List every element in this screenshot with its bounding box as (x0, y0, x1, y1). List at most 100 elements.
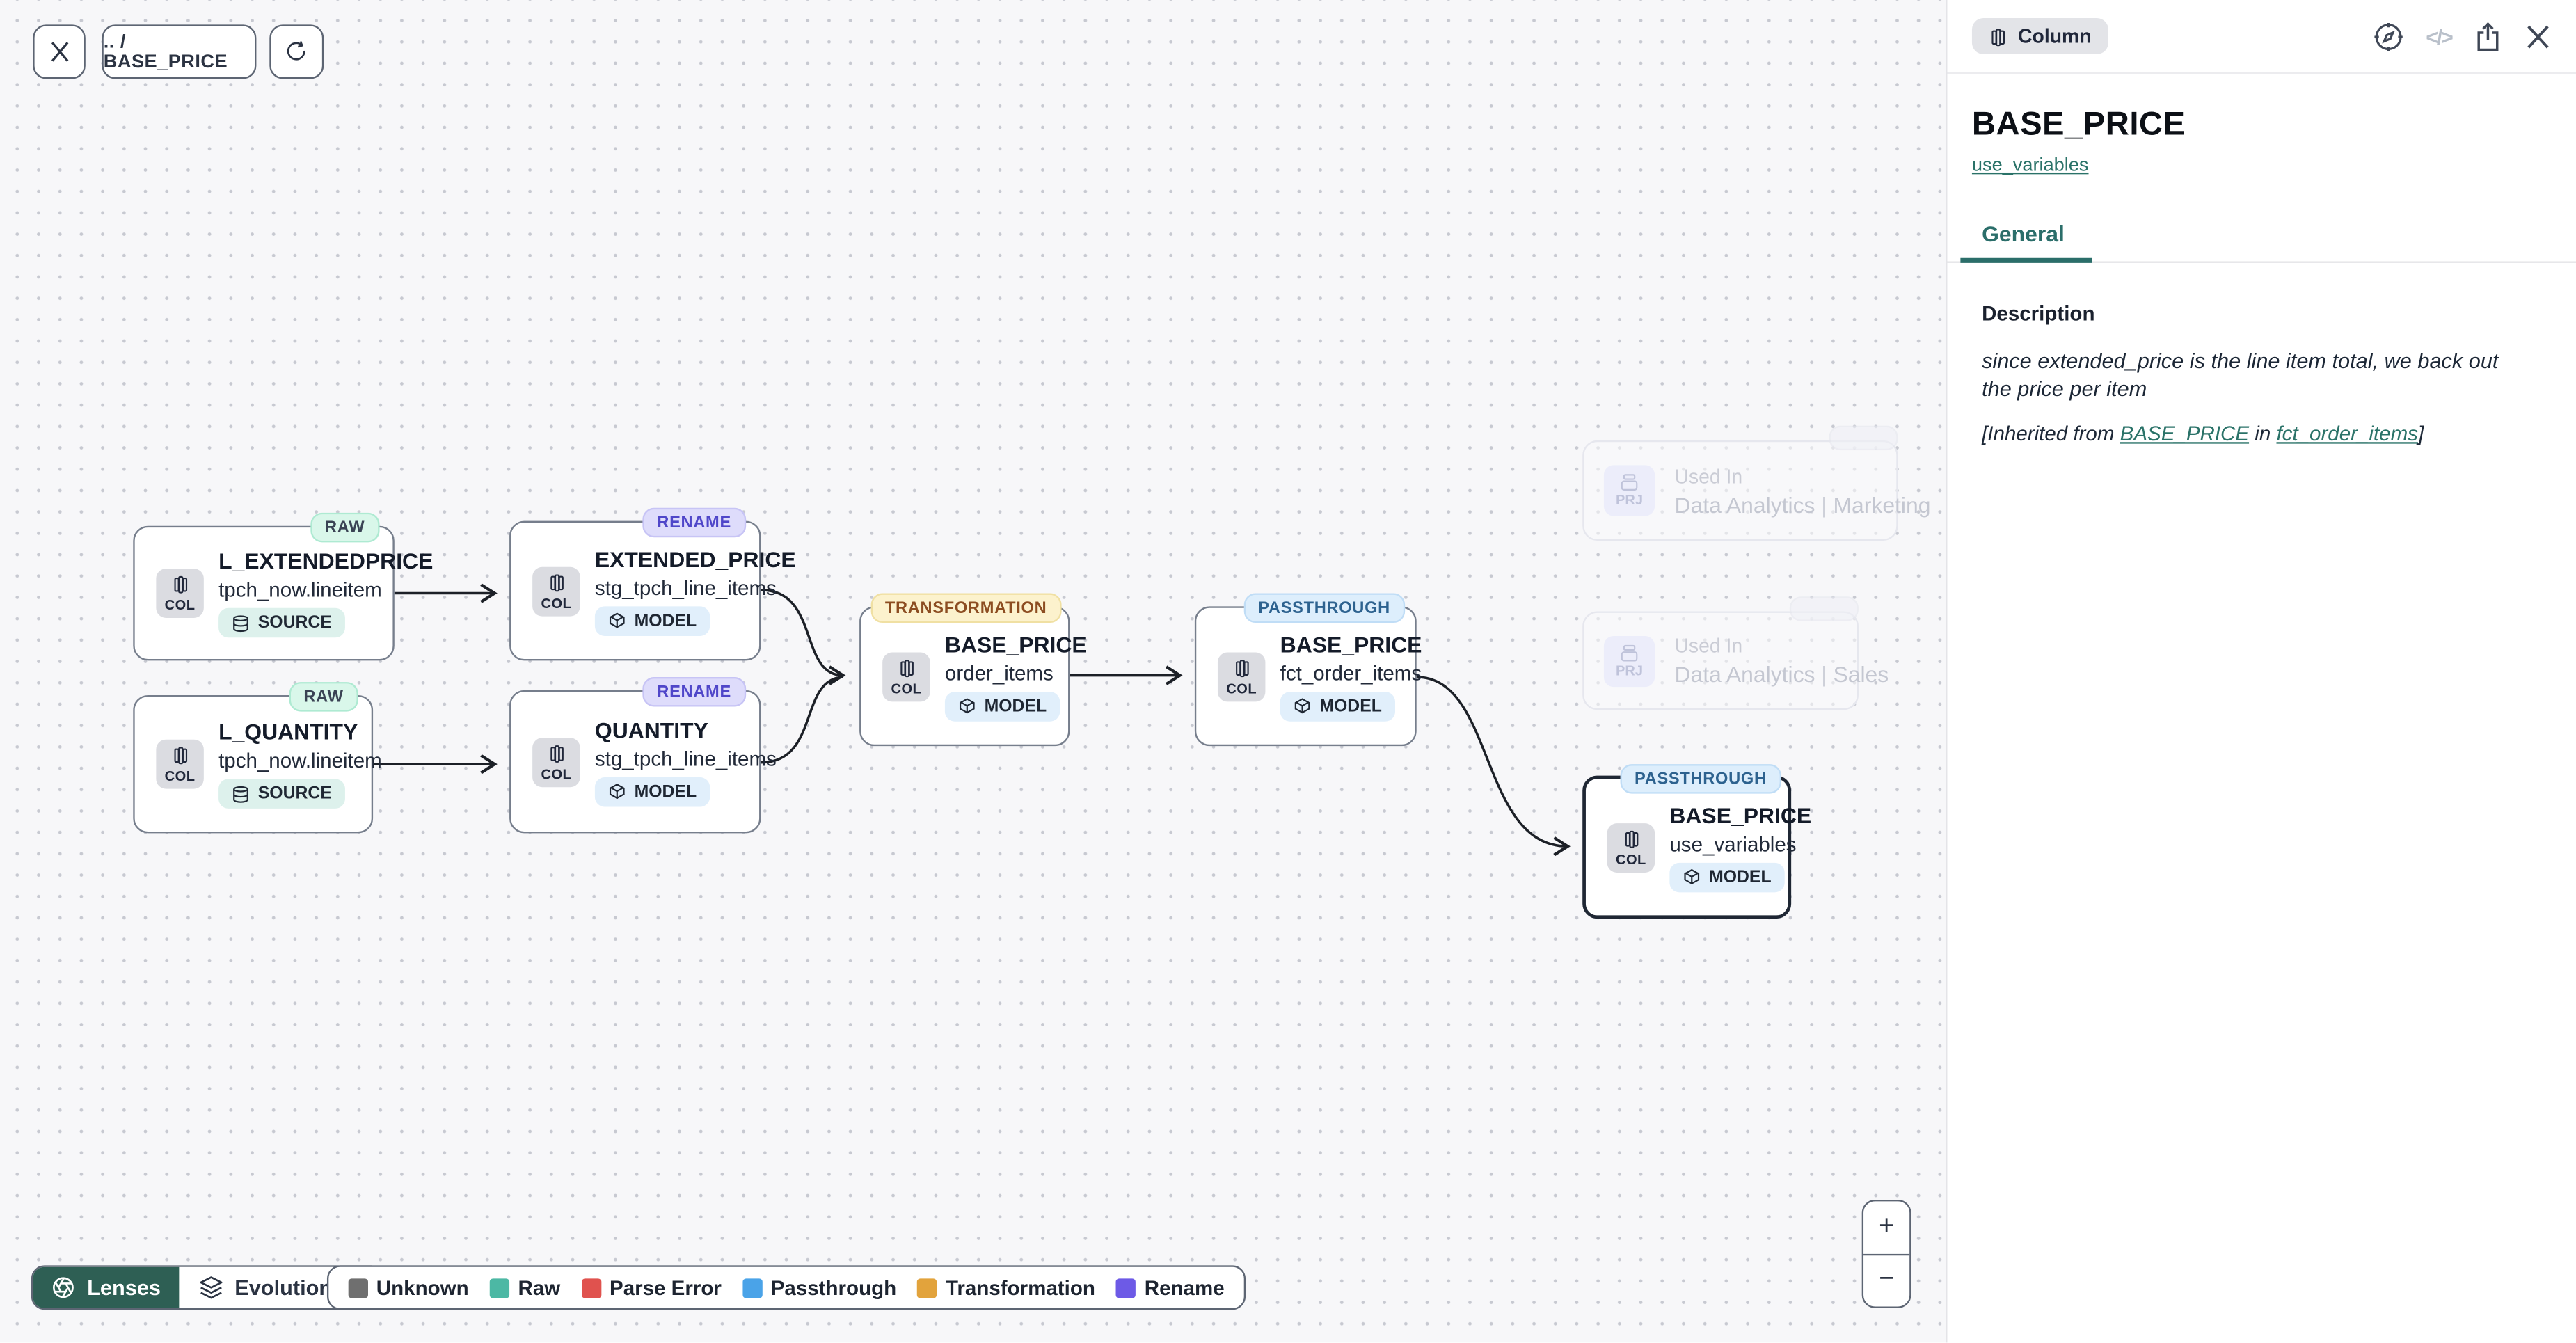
share-icon (2477, 21, 2499, 51)
node-title: BASE_PRICE (1669, 802, 1812, 828)
column-icon (1624, 829, 1638, 848)
used-in-node-marketing[interactable]: PRJ Used In Data Analytics | Marketing (1582, 440, 1930, 541)
description-text: since extended_price is the line item to… (1982, 348, 2499, 402)
node-extended-price[interactable]: RENAME COL EXTENDED_PRICE stg_tpch_line_… (509, 507, 796, 661)
column-icon (1991, 28, 2005, 46)
panel-header-actions: </> (2374, 21, 2552, 52)
zoom-controls: + − (1861, 1199, 1911, 1308)
node-subtitle: use_variables (1669, 832, 1797, 856)
legend-swatch (581, 1278, 602, 1298)
node-base-price-fct-order-items[interactable]: PASSTHROUGH COL BASE_PRICE fct_order_ite… (1194, 593, 1422, 747)
node-subtitle: stg_tpch_line_items (594, 575, 777, 599)
node-title: L_QUANTITY (218, 720, 358, 745)
zoom-out-button[interactable]: − (1879, 1266, 1895, 1294)
faded-badge (1829, 425, 1898, 451)
database-icon (233, 614, 248, 631)
node-base-price-use-variables[interactable]: PASSTHROUGH COL BASE_PRICE use_variables… (1582, 764, 1811, 919)
lineage-category-badge: PASSTHROUGH (1243, 593, 1406, 623)
inherited-model-link[interactable]: fct_order_items (2276, 422, 2418, 446)
column-chip: COL (156, 569, 204, 618)
model-link[interactable]: use_variables (1971, 156, 2089, 176)
node-quantity[interactable]: RENAME COL QUANTITY stg_tpch_line_items … (509, 676, 777, 834)
close-icon (50, 42, 68, 62)
legend-item: Rename (1116, 1276, 1225, 1299)
breadcrumb[interactable]: .. / BASE_PRICE (102, 24, 257, 79)
model-cube-icon (959, 698, 975, 714)
lenses-button[interactable]: Lenses (33, 1266, 179, 1308)
column-icon (173, 575, 186, 594)
compass-icon (2374, 22, 2403, 51)
legend-swatch (742, 1278, 763, 1298)
used-in-project: Data Analytics | Sales (1674, 662, 1889, 688)
column-chip: COL (1607, 822, 1655, 872)
panel-tabs: General (1947, 215, 2576, 263)
inherited-column-link[interactable]: BASE_PRICE (2120, 422, 2250, 446)
explore-button[interactable] (2374, 21, 2405, 52)
refresh-button[interactable] (269, 24, 324, 79)
description-label: Description (1982, 302, 2095, 326)
legend-item: Transformation (917, 1276, 1095, 1299)
lineage-category-badge: RAW (289, 682, 358, 712)
lineage-category-badge: RAW (310, 512, 380, 543)
lineage-category-badge: RENAME (642, 507, 747, 538)
column-chip: COL (532, 737, 580, 787)
inherited-note: [Inherited from BASE_PRICE in fct_order_… (1982, 422, 2424, 446)
legend-swatch (917, 1278, 938, 1298)
zoom-in-button[interactable]: + (1863, 1201, 1910, 1255)
node-base-price-order-items[interactable]: TRANSFORMATION COL BASE_PRICE order_item… (859, 593, 1087, 747)
details-panel: Column </> BASE_PRICE use_variables Gene… (1946, 0, 2576, 1343)
node-l-extendedprice[interactable]: RAW COL L_EXTENDEDPRICE tpch_now.lineite… (133, 512, 433, 661)
aperture-icon (53, 1277, 74, 1298)
active-tab-indicator (1960, 257, 2092, 263)
view-code-button[interactable]: </> (2426, 24, 2454, 49)
used-in-node-sales[interactable]: PRJ Used In Data Analytics | Sales (1582, 611, 1889, 710)
node-title: QUANTITY (594, 717, 708, 742)
column-icon (550, 573, 563, 591)
used-in-project: Data Analytics | Marketing (1674, 492, 1931, 517)
node-title: L_EXTENDEDPRICE (218, 548, 434, 574)
tab-general[interactable]: General (1982, 221, 2065, 247)
column-chip: COL (882, 651, 930, 701)
model-cube-icon (609, 612, 625, 628)
lineage-legend: Unknown Raw Parse Error Passthrough Tran… (326, 1265, 1246, 1310)
node-title: BASE_PRICE (1280, 632, 1422, 657)
model-cube-icon (1684, 868, 1700, 884)
column-chip: COL (156, 739, 204, 789)
node-kind-badge: MODEL (1280, 691, 1395, 721)
project-icon (1621, 474, 1638, 491)
node-subtitle: stg_tpch_line_items (594, 747, 777, 770)
node-kind-badge: MODEL (594, 776, 710, 806)
database-icon (233, 785, 248, 802)
column-icon (1234, 659, 1248, 676)
model-cube-icon (1294, 698, 1310, 714)
node-subtitle: tpch_now.lineitem (218, 578, 382, 602)
column-icon (550, 744, 563, 762)
node-kind-badge: MODEL (594, 605, 710, 635)
node-subtitle: tpch_now.lineitem (218, 749, 382, 772)
legend-swatch (348, 1278, 368, 1298)
faded-badge (1789, 596, 1859, 621)
refresh-icon (287, 41, 305, 61)
project-icon (1621, 644, 1638, 661)
legend-item: Parse Error (581, 1276, 722, 1299)
column-title: BASE_PRICE (1971, 106, 2186, 143)
column-chip: COL (532, 566, 580, 616)
close-panel-button[interactable] (2524, 22, 2552, 50)
close-lineage-button[interactable] (33, 24, 86, 79)
node-l-quantity[interactable]: RAW COL L_QUANTITY tpch_now.lineitem SOU… (133, 682, 382, 834)
model-cube-icon (609, 784, 625, 800)
project-type-chip: PRJ (1603, 465, 1655, 516)
node-title: EXTENDED_PRICE (594, 546, 796, 571)
share-button[interactable] (2473, 21, 2503, 52)
lineage-canvas[interactable]: .. / BASE_PRICE PRJ Used In Data Analyti… (0, 0, 1946, 1343)
lineage-category-badge: RENAME (642, 676, 747, 707)
column-icon (173, 747, 186, 765)
node-title: BASE_PRICE (944, 632, 1087, 657)
node-subtitle: fct_order_items (1280, 661, 1422, 685)
legend-swatch (490, 1278, 510, 1298)
lineage-category-badge: TRANSFORMATION (870, 593, 1062, 623)
node-kind-badge: MODEL (1669, 861, 1785, 892)
project-type-chip: PRJ (1603, 635, 1655, 686)
column-icon (900, 659, 913, 676)
used-in-label: Used In (1674, 634, 1743, 658)
